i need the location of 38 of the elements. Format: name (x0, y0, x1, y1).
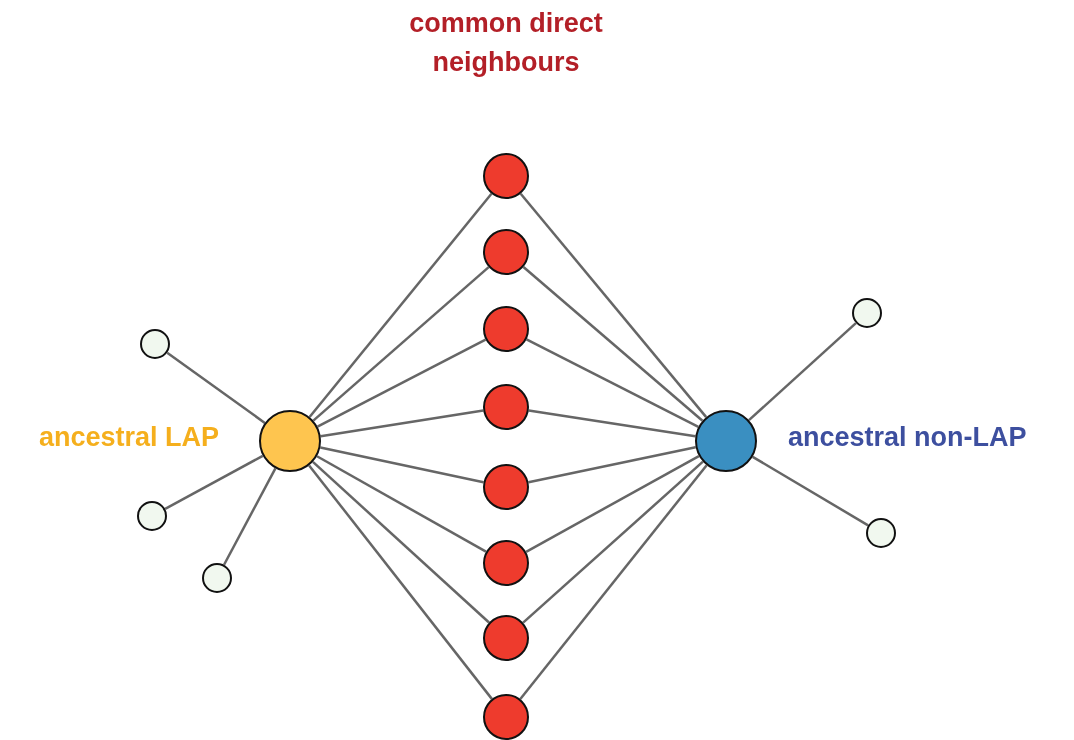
connector-line (752, 455, 869, 527)
network-node (866, 518, 896, 548)
group-heading: common direct neighbours (408, 7, 604, 79)
network-node (483, 306, 529, 352)
connector-line (525, 338, 699, 429)
network-node (259, 410, 321, 472)
connector-line (320, 446, 484, 484)
connector-line (312, 460, 490, 624)
network-node (140, 329, 170, 359)
connector-line (519, 192, 708, 418)
connector-line (528, 409, 696, 438)
node-label: ancestral non-LAP (788, 422, 1027, 453)
network-node (483, 540, 529, 586)
network-node (695, 410, 757, 472)
network-node (483, 615, 529, 661)
connector-line (316, 455, 487, 553)
connector-line (525, 454, 700, 553)
connector-line (316, 338, 487, 428)
connector-line (519, 464, 708, 700)
connector-line (166, 351, 266, 424)
connector-line (522, 266, 704, 422)
network-node (202, 563, 232, 593)
connector-line (528, 446, 696, 484)
connector-line (748, 322, 857, 422)
connector-line (308, 193, 493, 418)
connector-line (320, 409, 484, 438)
connector-line (222, 467, 277, 566)
connector-line (312, 266, 490, 422)
network-node (483, 694, 529, 740)
network-node (483, 229, 529, 275)
connector-line (308, 464, 493, 700)
network-node (137, 501, 167, 531)
network-node (483, 464, 529, 510)
network-node (483, 384, 529, 430)
node-label: ancestral LAP (38, 422, 219, 453)
network-node (483, 153, 529, 199)
connector-line (164, 454, 264, 510)
network-node (852, 298, 882, 328)
